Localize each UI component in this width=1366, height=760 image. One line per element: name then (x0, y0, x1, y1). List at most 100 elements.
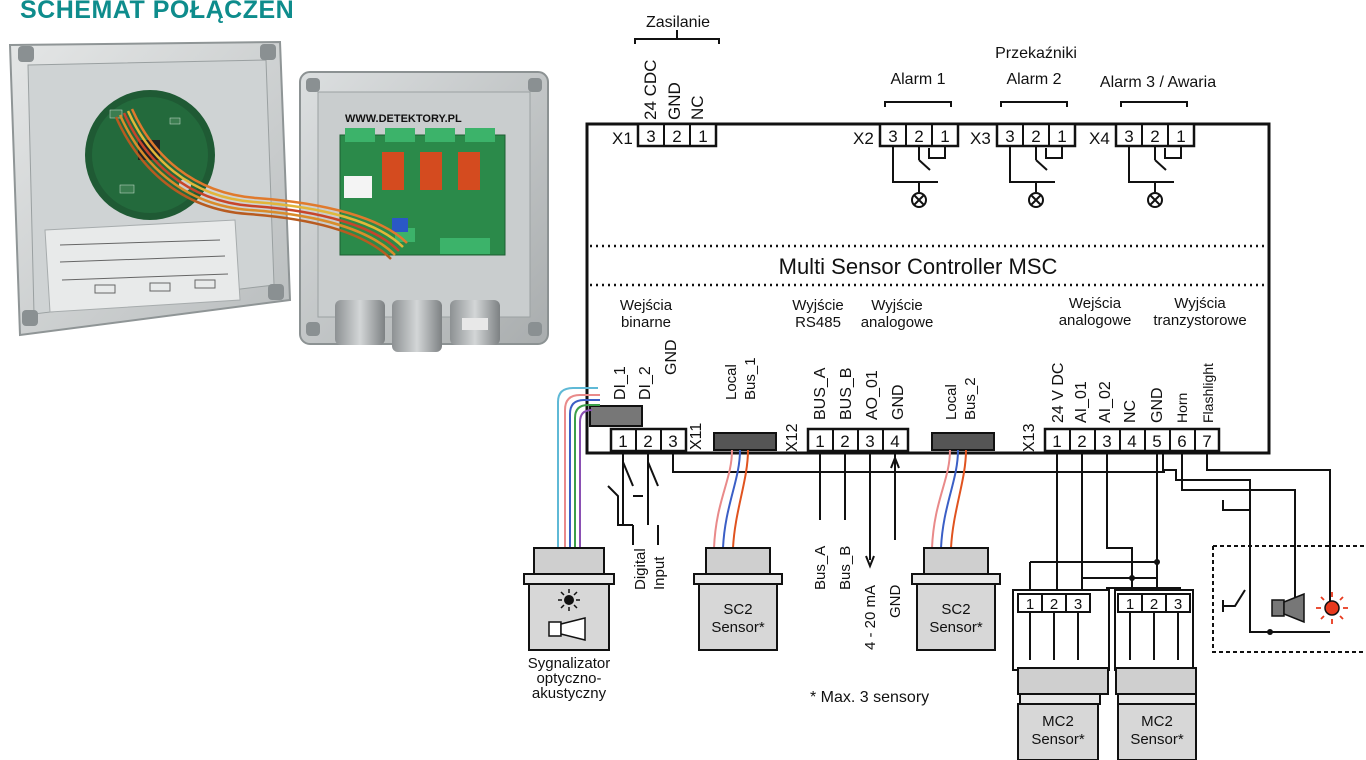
horn-icon (1271, 592, 1305, 624)
pin-label-ao01: AO_01 (864, 370, 881, 420)
power-heading: Zasilanie (646, 14, 710, 31)
local-bus-2-label: Local Bus_2 (943, 377, 979, 420)
gnd-label: GND (887, 585, 904, 619)
relay-x2: X2 3 2 1 (853, 122, 960, 208)
local-bus-1-socket (713, 432, 777, 451)
pin-label-flashlight: Flashlight (1200, 363, 1216, 423)
website-label: WWW.DETEKTORY.PL (345, 113, 462, 125)
pin-number: 3 (668, 432, 677, 451)
connector-x2: X2 (853, 129, 874, 148)
pin-number: 2 (1150, 127, 1159, 146)
relay-x4: X4 3 2 1 (1089, 122, 1196, 208)
analog-output-range-label: 4 - 20 mA (862, 585, 879, 650)
cable-glands (335, 300, 500, 352)
controller-box (585, 122, 1271, 455)
connector-x4: X4 (1089, 129, 1110, 148)
pin-number: 1 (1052, 432, 1061, 451)
relay-alarm-3: Alarm 3 / Awaria (1100, 74, 1216, 91)
bridge-jumper (589, 405, 643, 427)
local-bus-2-socket (931, 432, 995, 451)
pin-number: 5 (1152, 432, 1161, 451)
sensor-limit-note: * Max. 3 sensory (810, 689, 929, 706)
power-terminal: Zasilanie 24 CDC GND NC X1 3 2 1 (612, 14, 720, 148)
pin-number: 3 (1124, 127, 1133, 146)
pin-number: 2 (1031, 127, 1040, 146)
pin-number: 3 (1102, 432, 1111, 451)
pin-label-gnd: GND (663, 339, 680, 375)
connector-x11-group: DI_1 DI_2 GND 1 2 3 X11 (589, 339, 705, 453)
connector-x3: X3 (970, 129, 991, 148)
pin-number: 3 (888, 127, 897, 146)
pin-label-horn: Horn (1174, 393, 1190, 423)
pin-number: 2 (643, 432, 652, 451)
connector-x12-group: X12 BUS_A BUS_B AO_01 GND 1 2 3 4 (784, 367, 910, 453)
pin-number: 4 (1127, 432, 1136, 451)
pin-number: 2 (914, 127, 923, 146)
relay-alarm-2: Alarm 2 (1006, 71, 1061, 88)
pin-label-gnd: GND (890, 384, 907, 420)
pin-number: 3 (1005, 127, 1014, 146)
power-pin-nc: NC (688, 95, 707, 120)
pin-number: 6 (1177, 432, 1186, 451)
connector-x1: X1 (612, 129, 633, 148)
pin-label-ai01: AI_01 (1073, 381, 1090, 423)
pin-number: 3 (1174, 596, 1182, 613)
pin-number: 2 (1050, 596, 1058, 613)
bus-a-label: Bus_A (812, 546, 829, 590)
connector-x13: X13 (1021, 423, 1038, 452)
pin-label-gnd: GND (1149, 387, 1166, 423)
horn-icon (548, 617, 586, 641)
relay-x3: X3 3 2 1 (970, 122, 1077, 208)
flash-icon (558, 589, 580, 611)
pin-number: 1 (1026, 596, 1034, 613)
pin-number: 1 (698, 127, 707, 146)
svg-text:Local: Local (723, 364, 740, 400)
digital-input-label: Digital Input (632, 548, 668, 590)
pin-number: 3 (646, 127, 655, 146)
pin-label-di1: DI_1 (612, 366, 629, 400)
pin-number: 1 (940, 127, 949, 146)
svg-text:Input: Input (651, 556, 668, 590)
pin-number: 1 (618, 432, 627, 451)
enclosure-photo: WWW.DETEKTORY.PL (8, 40, 549, 352)
connector-x13-group: X13 24 V DC AI_01 AI_02 NC GND Horn Flas… (1021, 363, 1221, 453)
pin-label-bus-b: BUS_B (838, 368, 855, 420)
pin-number: 1 (815, 432, 824, 451)
power-pin-24cdc: 24 CDC (641, 60, 660, 120)
external-signal-box (1212, 545, 1366, 653)
local-bus-1-label: Local Bus_1 (723, 357, 759, 400)
pin-label-24vdc: 24 V DC (1050, 363, 1067, 423)
pin-number: 3 (1074, 596, 1082, 613)
pin-number: 2 (672, 127, 681, 146)
power-pin-gnd: GND (665, 82, 684, 120)
relay-alarm-1: Alarm 1 (890, 71, 945, 88)
svg-text:Bus_1: Bus_1 (742, 357, 759, 400)
pin-label-di2: DI_2 (637, 366, 654, 400)
controller-name: Multi Sensor Controller MSC (779, 254, 1058, 279)
pin-number: 1 (1057, 127, 1066, 146)
pin-label-bus-a: BUS_A (812, 367, 829, 420)
wiring (557, 387, 1331, 635)
page-title: SCHEMAT POŁĄCZEŃ (20, 0, 295, 24)
pin-label-nc: NC (1122, 400, 1139, 423)
pin-number: 4 (890, 432, 899, 451)
svg-text:Bus_2: Bus_2 (962, 377, 979, 420)
pin-label-ai02: AI_02 (1097, 381, 1114, 423)
relays-heading: Przekaźniki (995, 45, 1077, 62)
pin-number: 2 (840, 432, 849, 451)
svg-text:Local: Local (943, 384, 960, 420)
pin-number: 1 (1126, 596, 1134, 613)
